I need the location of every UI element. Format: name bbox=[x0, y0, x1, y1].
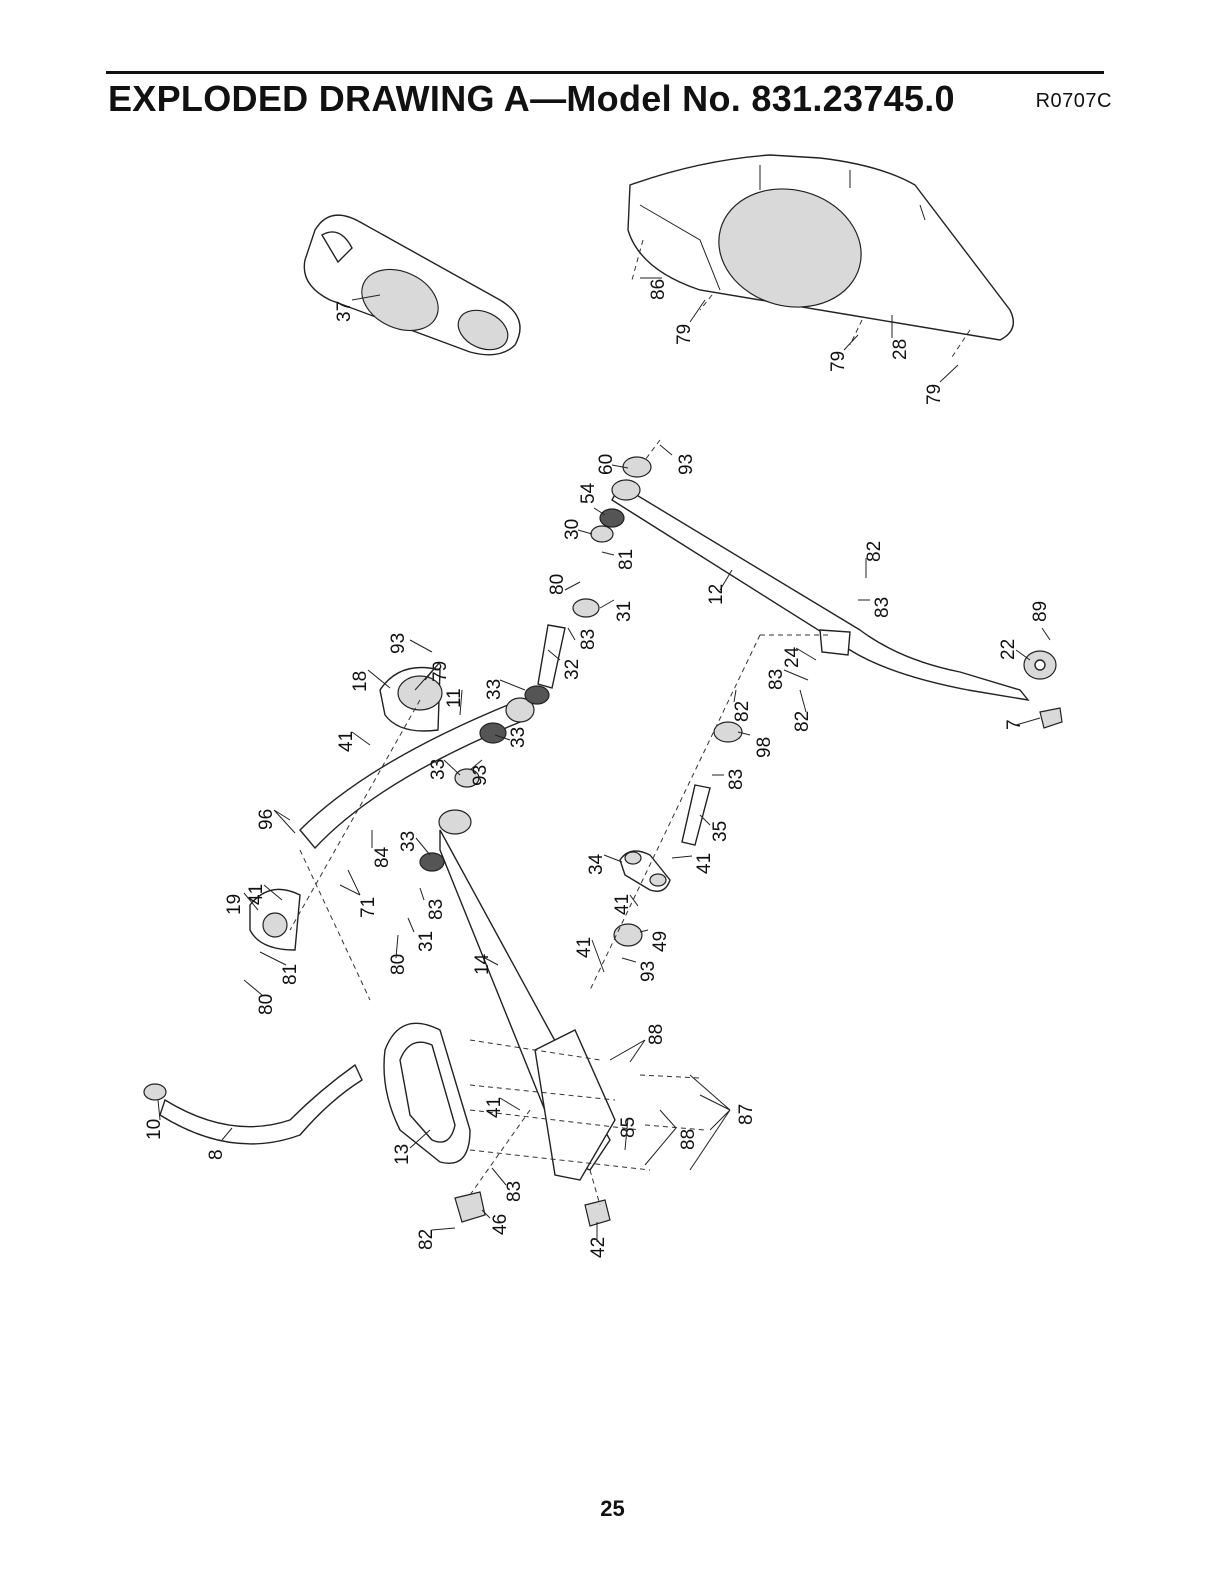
callout: 24 bbox=[782, 646, 803, 668]
part-49-bushing bbox=[614, 924, 642, 946]
callout: 83 bbox=[426, 899, 447, 920]
callout: 28 bbox=[890, 339, 911, 360]
part-8-handlebar bbox=[160, 1065, 362, 1144]
callout: 87 bbox=[736, 1104, 757, 1125]
callout: 82 bbox=[732, 701, 753, 722]
callout: 10 bbox=[144, 1119, 165, 1140]
callout: 83 bbox=[726, 769, 747, 790]
part-13-foot-pedal bbox=[384, 1023, 470, 1163]
callout: 84 bbox=[372, 846, 393, 868]
callout: 83 bbox=[578, 629, 599, 650]
part-37-console-cover bbox=[304, 215, 520, 357]
callout: 79 bbox=[674, 324, 695, 345]
callout: 83 bbox=[504, 1181, 525, 1202]
part-31-disc bbox=[573, 599, 599, 617]
callout: 80 bbox=[547, 574, 568, 595]
callout: 46 bbox=[490, 1214, 511, 1235]
callout: 41 bbox=[336, 731, 357, 752]
part-54-sprocket bbox=[600, 509, 624, 527]
callout: 41 bbox=[612, 894, 633, 915]
callout: 81 bbox=[616, 549, 637, 570]
callout: 42 bbox=[588, 1237, 609, 1258]
callout: 98 bbox=[754, 737, 775, 758]
callout: 30 bbox=[562, 519, 583, 540]
callout: 71 bbox=[358, 897, 379, 918]
callout: 83 bbox=[766, 669, 787, 690]
part-60-bearing bbox=[623, 457, 651, 477]
callout: 19 bbox=[224, 894, 245, 915]
callout: 82 bbox=[792, 711, 813, 732]
callout: 93 bbox=[638, 961, 659, 982]
part-30-washer bbox=[591, 526, 613, 542]
part-12-right-arm bbox=[612, 480, 1028, 700]
callout: 93 bbox=[388, 633, 409, 654]
part-7-end-cap bbox=[1040, 708, 1062, 728]
callout: 54 bbox=[578, 482, 599, 504]
callout: 41 bbox=[246, 884, 267, 905]
part-33-sprocket-b bbox=[480, 723, 506, 743]
part-10-end-cap bbox=[144, 1084, 166, 1100]
part-22-wheel bbox=[1024, 651, 1056, 679]
callout: 18 bbox=[350, 671, 371, 692]
page-number: 25 bbox=[0, 1496, 1225, 1522]
callout: 79 bbox=[924, 384, 945, 405]
callout: 33 bbox=[508, 727, 529, 748]
callout: 86 bbox=[648, 279, 669, 300]
callout: 79 bbox=[828, 351, 849, 372]
callout: 85 bbox=[618, 1117, 639, 1138]
callout: 41 bbox=[574, 937, 595, 958]
callout: 96 bbox=[256, 809, 277, 830]
callout: 31 bbox=[416, 931, 437, 952]
callout: 81 bbox=[280, 964, 301, 985]
callout: 82 bbox=[864, 541, 885, 562]
callout: 37 bbox=[334, 301, 355, 322]
callout: 33 bbox=[484, 679, 505, 700]
callout: 32 bbox=[562, 659, 583, 680]
callout: 34 bbox=[586, 853, 607, 875]
part-28-side-shield bbox=[628, 155, 1013, 340]
callout: 60 bbox=[596, 454, 617, 475]
callout: 33 bbox=[398, 831, 419, 852]
callout: 12 bbox=[706, 584, 727, 605]
callout: 80 bbox=[388, 954, 409, 975]
callout: 89 bbox=[1030, 601, 1051, 622]
callout: 41 bbox=[484, 1097, 505, 1118]
callout: 83 bbox=[872, 597, 893, 618]
part-98-disc bbox=[714, 722, 742, 742]
callout: 82 bbox=[416, 1229, 437, 1250]
callout: 80 bbox=[256, 994, 277, 1015]
callout: 88 bbox=[646, 1024, 667, 1045]
callout: 35 bbox=[710, 821, 731, 842]
callout: 41 bbox=[694, 853, 715, 874]
part-33-sprocket-d bbox=[420, 853, 444, 871]
callout: 14 bbox=[472, 953, 493, 975]
callout: 8 bbox=[206, 1149, 227, 1160]
callout: 7 bbox=[1004, 719, 1025, 730]
part-34-linkage bbox=[620, 851, 670, 891]
callout: 93 bbox=[470, 765, 491, 786]
callout: 79 bbox=[430, 661, 451, 682]
callout: 49 bbox=[650, 931, 671, 952]
part-35-axle bbox=[682, 785, 710, 845]
callout: 13 bbox=[392, 1144, 413, 1165]
callout: 22 bbox=[998, 639, 1019, 660]
callout: 93 bbox=[676, 454, 697, 475]
callout: 31 bbox=[614, 601, 635, 622]
part-33-sprocket-a bbox=[525, 686, 549, 704]
part-46-pedal-bracket bbox=[455, 1192, 485, 1222]
callout: 88 bbox=[678, 1129, 699, 1150]
part-32-axle bbox=[538, 625, 565, 688]
